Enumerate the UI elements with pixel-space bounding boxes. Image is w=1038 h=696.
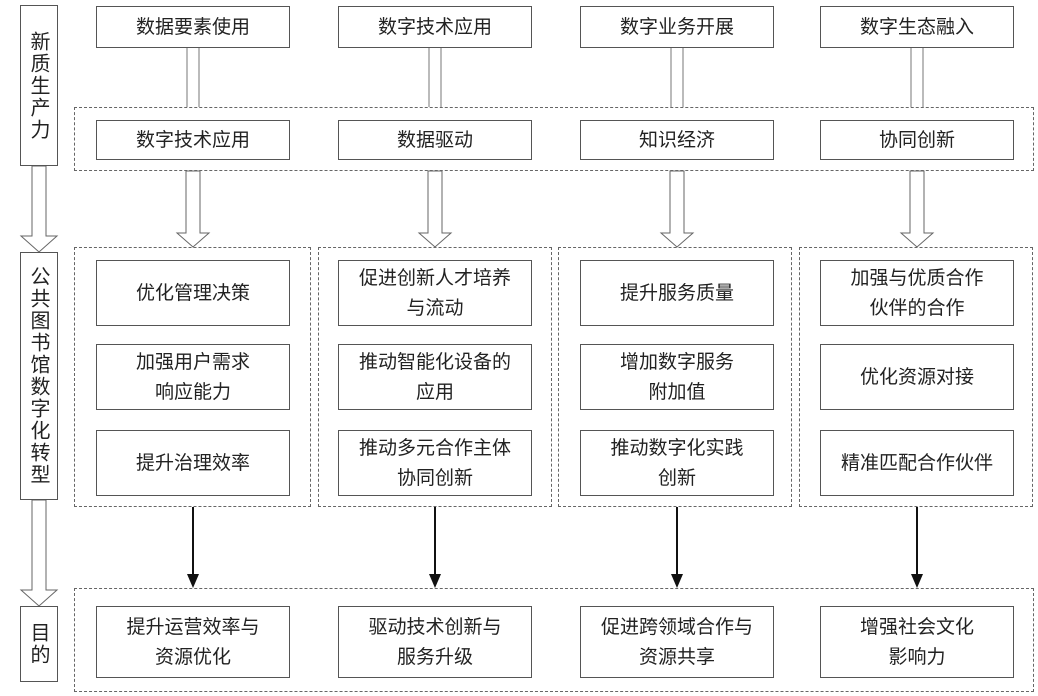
factor-box-1: 数据要素使用 <box>96 6 290 48</box>
group-container-3 <box>558 247 792 507</box>
driver-box-2: 数据驱动 <box>338 120 532 160</box>
factor-box-4: 数字生态融入 <box>820 6 1014 48</box>
factor-box-2: 数字技术应用 <box>338 6 532 48</box>
measure-box-4-1: 加强与优质合作 伙伴的合作 <box>820 260 1014 326</box>
side-label-transformation-text: 公共图书馆数字化转型 <box>27 266 51 486</box>
driver-box-1: 数字技术应用 <box>96 120 290 160</box>
hollow-arrow-2 <box>417 170 453 248</box>
arrow-head-4 <box>911 574 923 588</box>
side-arrow-2 <box>19 499 59 607</box>
arrow-head-1 <box>187 574 199 588</box>
side-label-purpose-text: 目的 <box>27 622 51 666</box>
arrow-head-2 <box>429 574 441 588</box>
goal-box-1: 提升运营效率与 资源优化 <box>96 606 290 678</box>
driver-box-4: 协同创新 <box>820 120 1014 160</box>
goal-box-4: 增强社会文化 影响力 <box>820 606 1014 678</box>
goal-box-2: 驱动技术创新与 服务升级 <box>338 606 532 678</box>
measure-box-2-2: 推动智能化设备的 应用 <box>338 344 532 410</box>
group-container-1 <box>74 247 311 507</box>
measure-box-1-3: 提升治理效率 <box>96 430 290 496</box>
side-label-purpose: 目的 <box>20 606 58 682</box>
driver-box-3: 知识经济 <box>580 120 774 160</box>
hollow-arrow-1 <box>175 170 211 248</box>
side-label-transformation: 公共图书馆数字化转型 <box>20 252 58 500</box>
measure-box-1-2: 加强用户需求 响应能力 <box>96 344 290 410</box>
factor-box-3: 数字业务开展 <box>580 6 774 48</box>
goal-box-3: 促进跨领域合作与 资源共享 <box>580 606 774 678</box>
arrow-head-3 <box>671 574 683 588</box>
measure-box-3-3: 推动数字化实践 创新 <box>580 430 774 496</box>
measure-box-2-3: 推动多元合作主体 协同创新 <box>338 430 532 496</box>
measure-box-3-1: 提升服务质量 <box>580 260 774 326</box>
measure-box-4-3: 精准匹配合作伙伴 <box>820 430 1014 496</box>
side-label-productivity-text: 新质生产力 <box>27 30 51 141</box>
hollow-arrow-3 <box>659 170 695 248</box>
hollow-arrow-4 <box>899 170 935 248</box>
measure-box-3-2: 增加数字服务 附加值 <box>580 344 774 410</box>
measure-box-1-1: 优化管理决策 <box>96 260 290 326</box>
group-container-2 <box>318 247 552 507</box>
side-arrow-1 <box>19 165 59 253</box>
measure-box-4-2: 优化资源对接 <box>820 344 1014 410</box>
goals-container <box>74 588 1034 692</box>
side-label-productivity: 新质生产力 <box>20 5 58 166</box>
group-container-4 <box>799 247 1033 507</box>
row2-container <box>74 107 1034 171</box>
measure-box-2-1: 促进创新人才培养 与流动 <box>338 260 532 326</box>
